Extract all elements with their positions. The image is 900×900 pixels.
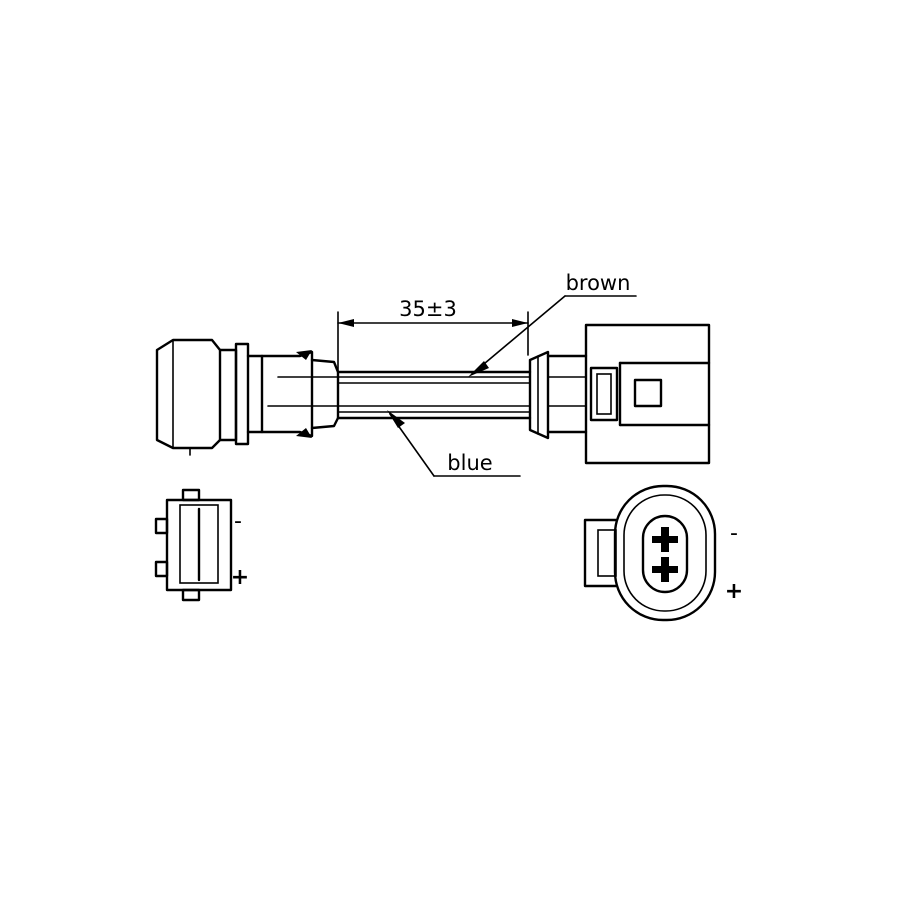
left-minus-label: -: [234, 509, 242, 534]
right-minus-label: -: [730, 521, 738, 546]
left-connector: [155, 338, 340, 456]
length-dimension: 35±3: [337, 297, 529, 373]
brown-leader: brown: [468, 271, 637, 377]
right-connector: [528, 323, 711, 465]
pin-bottom: [652, 557, 678, 582]
dimension-label: 35±3: [399, 297, 457, 321]
cable: [336, 370, 532, 420]
pin-top: [652, 527, 678, 552]
left-connector-face: - +: [154, 488, 249, 602]
right-connector-face: - +: [583, 484, 743, 622]
blue-leader: blue: [387, 410, 521, 477]
left-plus-label: +: [231, 565, 249, 590]
brown-wire-label: brown: [566, 271, 631, 295]
blue-wire-label: blue: [447, 451, 492, 475]
right-plus-label: +: [725, 579, 743, 604]
